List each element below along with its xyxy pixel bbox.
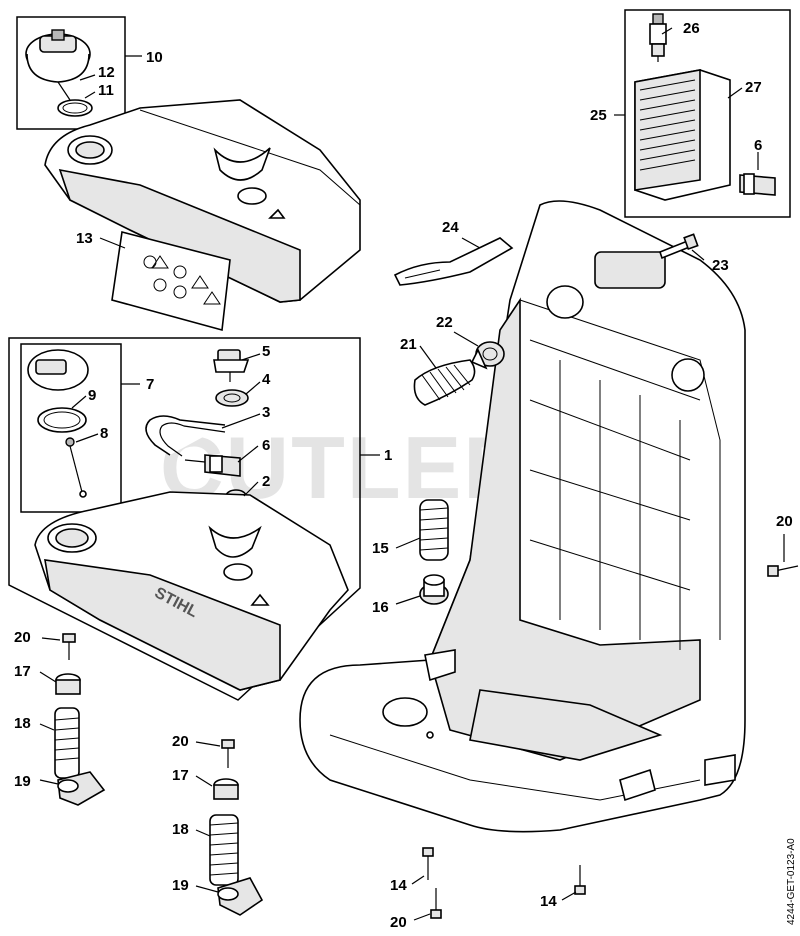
part-label-12: 12 [98, 64, 115, 81]
part-label-26: 26 [683, 20, 700, 37]
warning-label-sticker [111, 231, 231, 332]
part-label-9: 9 [88, 387, 96, 404]
fuel-tank-lower: STIHL [34, 491, 349, 691]
part-label-18b: 18 [172, 821, 189, 838]
part-label-8: 8 [100, 425, 108, 442]
part-label-22: 22 [436, 314, 453, 331]
part-label-13: 13 [76, 230, 93, 247]
part-label-2: 2 [262, 473, 270, 490]
buffer-16 [419, 574, 449, 605]
part-label-16: 16 [372, 599, 389, 616]
cap-assembly-box [16, 16, 142, 130]
spring-21 [413, 359, 476, 406]
strap-part [393, 237, 514, 286]
screw-14-left [422, 847, 434, 880]
part-label-14b: 14 [540, 893, 557, 910]
part-label-14a: 14 [390, 877, 407, 894]
part-label-6b: 6 [754, 137, 762, 154]
screw-20-right [767, 565, 799, 577]
part-label-27: 27 [745, 79, 762, 96]
part-label-25: 25 [590, 107, 607, 124]
part-label-1: 1 [384, 447, 392, 464]
air-filter-box [624, 9, 791, 218]
screw-20-bottom [430, 888, 442, 919]
spring-15 [419, 499, 449, 561]
part-label-19b: 19 [172, 877, 189, 894]
buffer-22 [470, 341, 505, 370]
part-label-20b: 20 [14, 629, 31, 646]
part-label-24: 24 [442, 219, 459, 236]
part-label-6a: 6 [262, 437, 270, 454]
drawing-code: 4244-GET-0123-A0 [786, 838, 797, 925]
part-label-7: 7 [146, 376, 154, 393]
screw-14-right [574, 865, 586, 895]
part-label-4: 4 [262, 371, 271, 388]
part-label-17b: 17 [172, 767, 189, 784]
grommet-part [215, 389, 249, 407]
part-label-20c: 20 [172, 733, 189, 750]
part-label-19a: 19 [14, 773, 31, 790]
part-number-labels: 10 12 11 13 1 5 4 3 6 2 7 9 8 26 27 25 6… [14, 20, 793, 931]
fuel-tank-upper [44, 99, 361, 303]
mount-stack-left [54, 633, 106, 806]
fuel-filter-part [184, 454, 241, 477]
part-label-5: 5 [262, 343, 270, 360]
part-label-20d: 20 [390, 914, 407, 931]
part-label-23: 23 [712, 257, 729, 274]
part-label-18a: 18 [14, 715, 31, 732]
part-label-21: 21 [400, 336, 417, 353]
part-label-20a: 20 [776, 513, 793, 530]
fuel-hose-part [145, 415, 226, 457]
part-label-3: 3 [262, 404, 270, 421]
back-plate-frame [299, 200, 746, 833]
leader-lines [39, 27, 785, 921]
part-label-11: 11 [98, 82, 114, 99]
vent-valve-part [213, 349, 250, 382]
part-label-10: 10 [146, 49, 163, 66]
part-label-17a: 17 [14, 663, 31, 680]
screw-23 [659, 233, 699, 260]
mount-stack-middle [209, 739, 264, 916]
part-label-15: 15 [372, 540, 389, 557]
tank-assembly-box [8, 337, 361, 701]
